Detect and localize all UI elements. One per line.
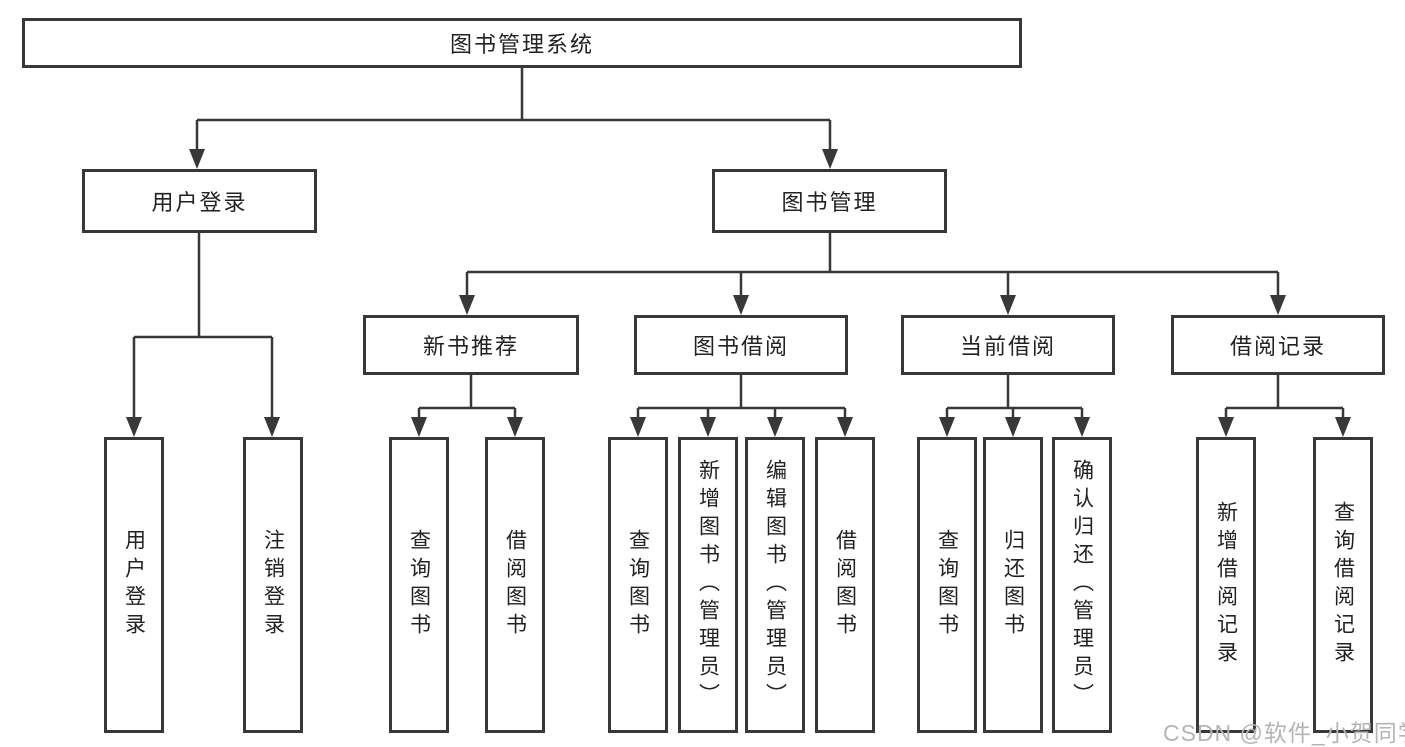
leaf-query-books-recommend: 查询图书 — [389, 437, 449, 733]
leaf-borrow-books-recommend-label: 借阅图书 — [503, 529, 527, 641]
module-new-book-recommend: 新书推荐 — [363, 315, 579, 375]
leaf-logout-label: 注销登录 — [261, 529, 285, 641]
leaf-user-login: 用户登录 — [104, 437, 164, 733]
node-root: 图书管理系统 — [22, 18, 1022, 68]
module-book-borrow: 图书借阅 — [634, 315, 848, 375]
leaf-query-books-borrow-label: 查询图书 — [626, 529, 650, 641]
leaf-add-borrow-record-label: 新增借阅记录 — [1214, 501, 1238, 669]
leaf-return-book-label: 归还图书 — [1001, 529, 1025, 641]
leaf-edit-book-admin-label: 编辑图书（管理员） — [763, 459, 787, 711]
module-new-book-recommend-label: 新书推荐 — [422, 334, 519, 359]
node-book-management-branch: 图书管理 — [712, 169, 947, 233]
leaf-borrow-books-borrow: 借阅图书 — [815, 437, 875, 733]
module-borrow-records: 借阅记录 — [1171, 315, 1385, 375]
leaf-user-login-label: 用户登录 — [122, 529, 146, 641]
leaf-query-borrow-record: 查询借阅记录 — [1313, 437, 1373, 733]
node-root-label: 图书管理系统 — [449, 32, 594, 57]
leaf-query-books-recommend-label: 查询图书 — [407, 529, 431, 641]
leaf-confirm-return-admin: 确认归还（管理员） — [1052, 437, 1112, 733]
csdn-watermark: CSDN @软件_小贺同学 — [1163, 720, 1405, 746]
leaf-add-book-admin-label: 新增图书（管理员） — [696, 459, 720, 711]
node-book-management-label: 图书管理 — [781, 190, 878, 215]
leaf-confirm-return-admin-label: 确认归还（管理员） — [1070, 459, 1094, 711]
module-current-borrow: 当前借阅 — [901, 315, 1115, 375]
leaf-query-books-borrow: 查询图书 — [608, 437, 668, 733]
leaf-query-books-current: 查询图书 — [917, 437, 977, 733]
node-user-login-label: 用户登录 — [151, 190, 248, 215]
leaf-borrow-books-recommend: 借阅图书 — [485, 437, 545, 733]
module-borrow-records-label: 借阅记录 — [1229, 334, 1326, 359]
leaf-query-books-current-label: 查询图书 — [935, 529, 959, 641]
leaf-query-borrow-record-label: 查询借阅记录 — [1331, 501, 1355, 669]
leaf-edit-book-admin: 编辑图书（管理员） — [745, 437, 805, 733]
node-user-login-branch: 用户登录 — [82, 169, 317, 233]
leaf-add-borrow-record: 新增借阅记录 — [1196, 437, 1256, 733]
leaf-return-book: 归还图书 — [983, 437, 1043, 733]
leaf-add-book-admin: 新增图书（管理员） — [678, 437, 738, 733]
leaf-borrow-books-borrow-label: 借阅图书 — [833, 529, 857, 641]
leaf-logout: 注销登录 — [243, 437, 303, 733]
module-current-borrow-label: 当前借阅 — [959, 334, 1056, 359]
arrowheads — [126, 149, 1351, 437]
module-book-borrow-label: 图书借阅 — [692, 334, 789, 359]
